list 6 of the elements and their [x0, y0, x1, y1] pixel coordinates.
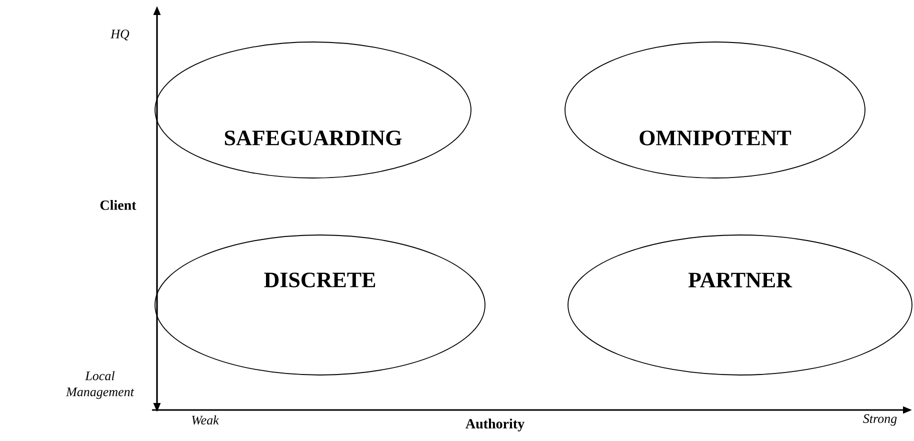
axis-label: Client: [100, 200, 136, 210]
axis-label: HQ: [110, 30, 130, 40]
axis-label: Strong: [863, 414, 897, 426]
axis-label: Authority: [466, 418, 524, 432]
axis-label: Local Management: [66, 371, 134, 399]
axis-label: Weak: [192, 415, 220, 425]
